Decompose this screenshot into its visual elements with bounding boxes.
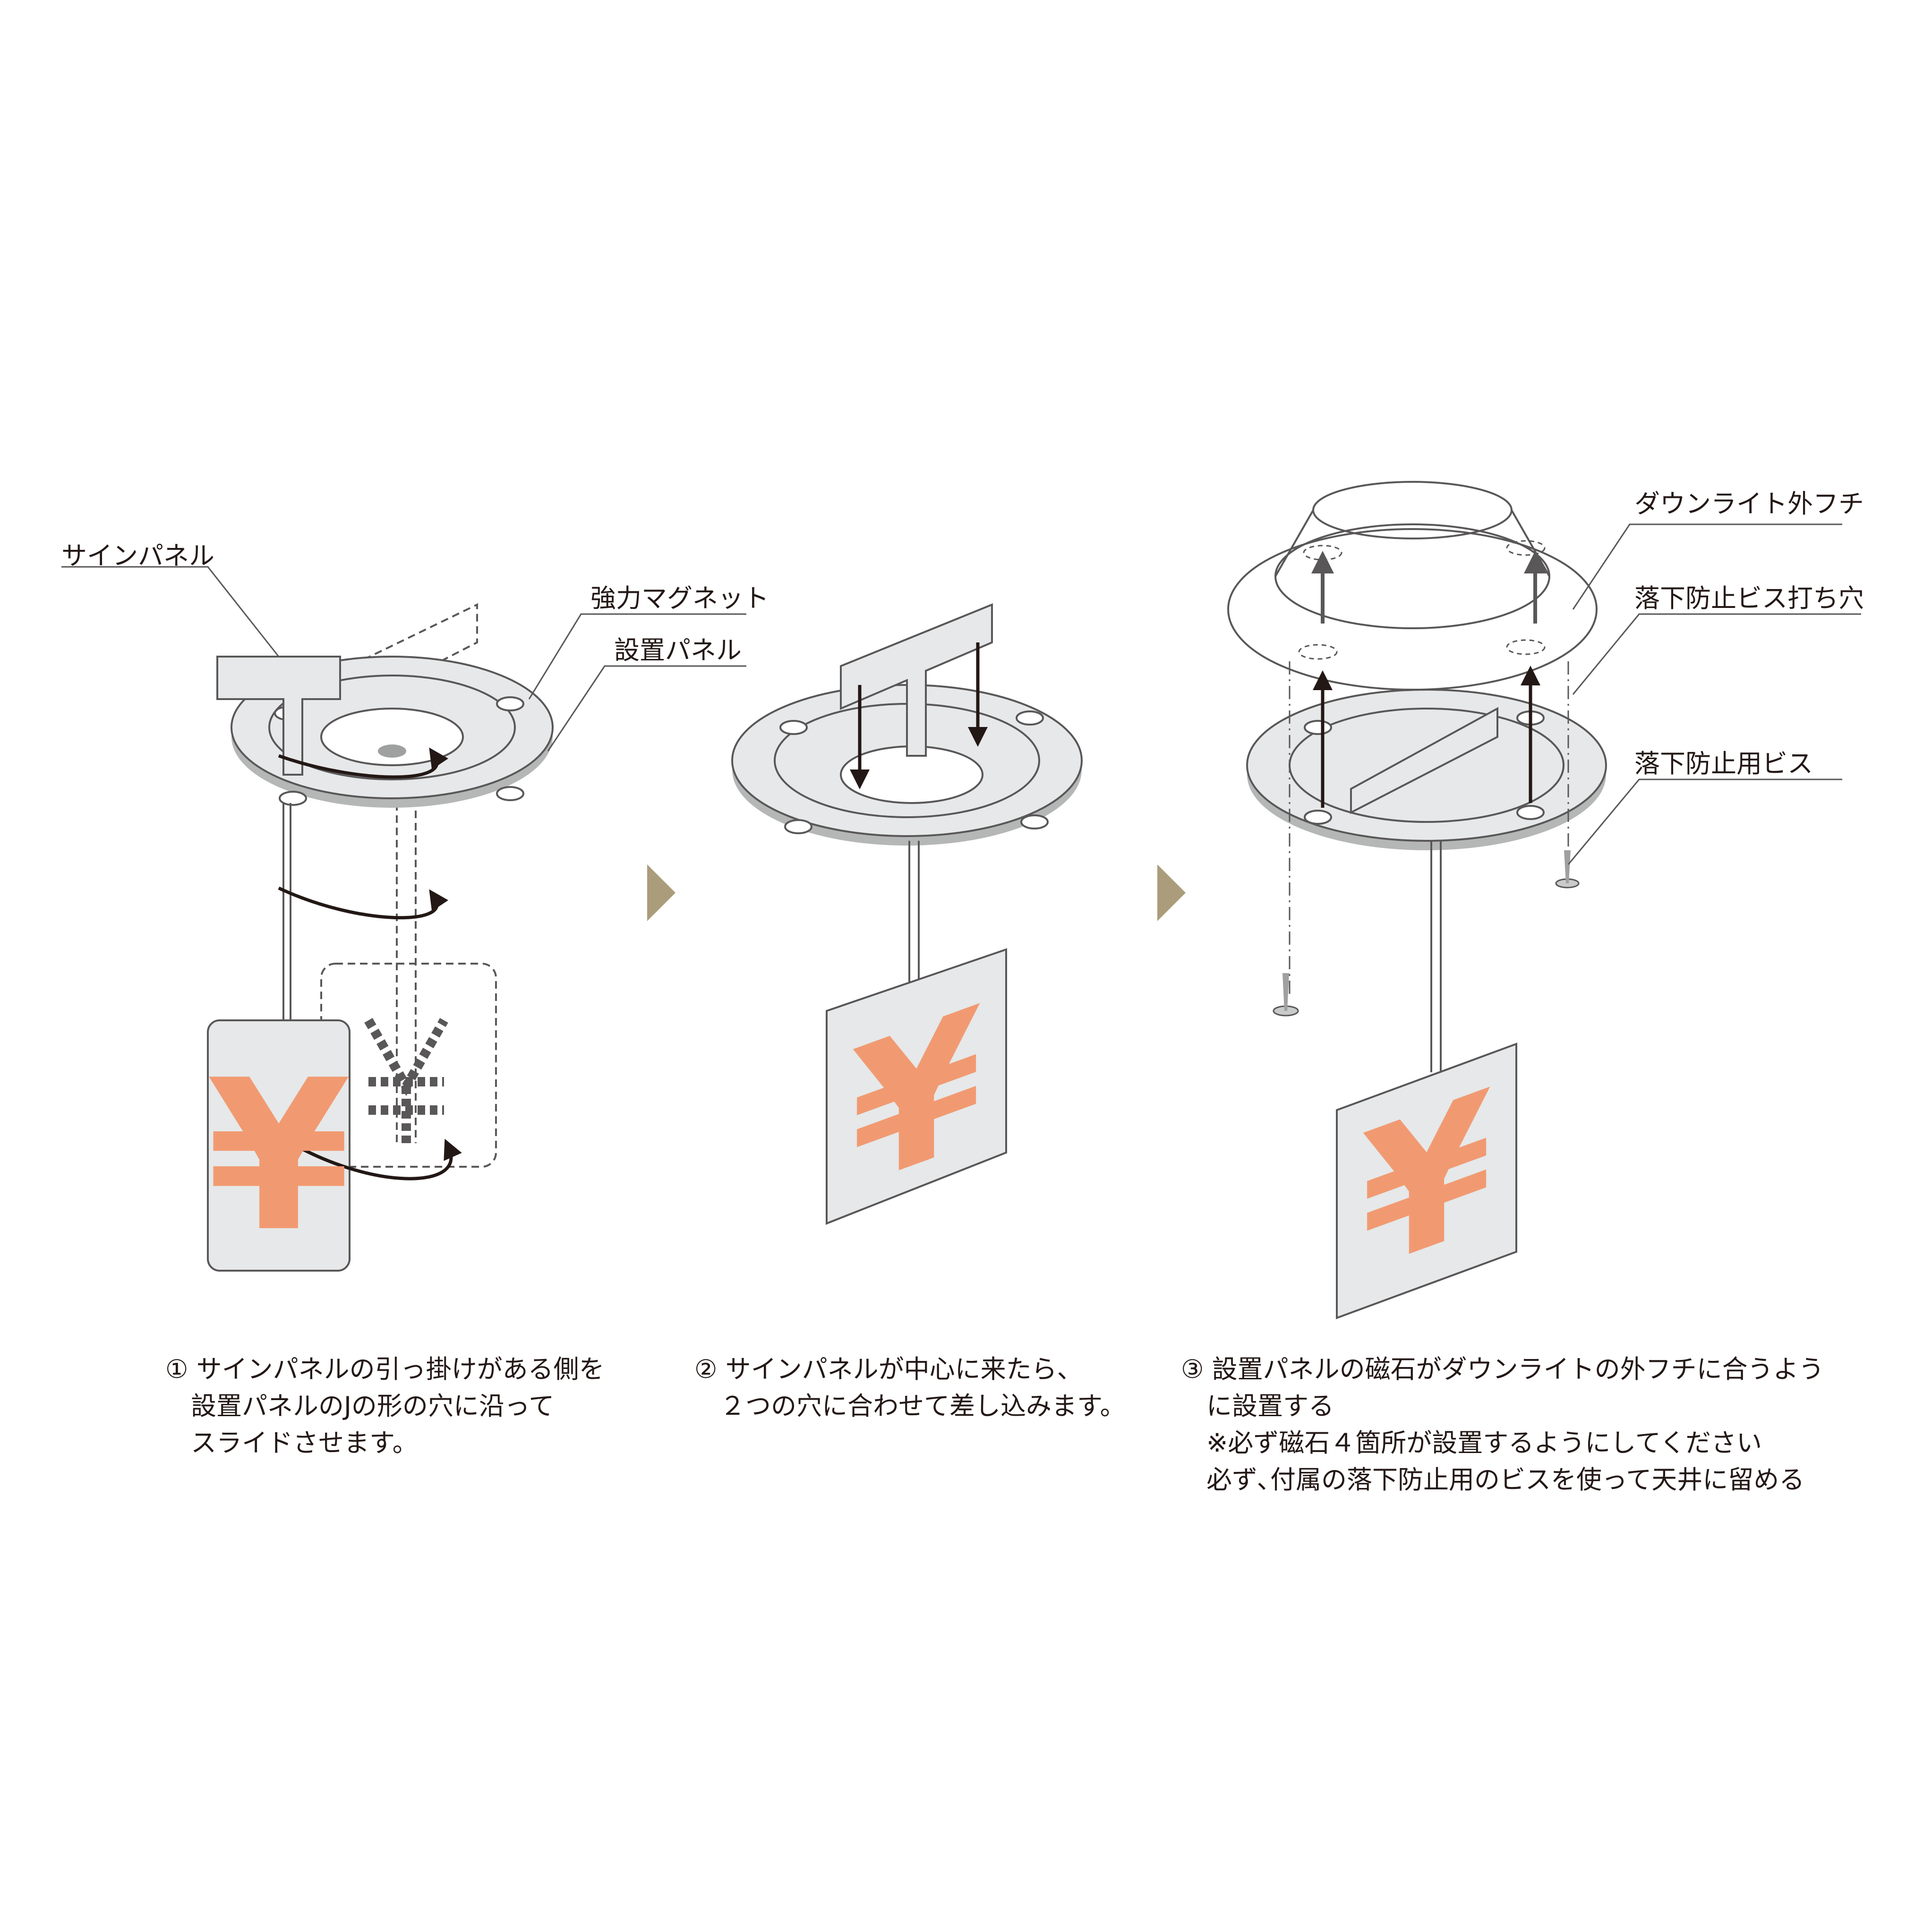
step2-illustration <box>731 603 1083 1225</box>
screw-hole-label: 落下防止ビス打ち穴 <box>1634 583 1864 613</box>
screw-icon <box>1273 973 1299 1017</box>
screw-icon <box>1555 850 1580 889</box>
step2-caption: ② サインパネルが中心に来たら、 ２つの穴に合わせて差し込みます。 <box>694 1354 1126 1421</box>
step-arrow-icon <box>1157 864 1186 921</box>
downlight-rim-label: ダウンライト外フチ <box>1634 489 1864 519</box>
step-arrow-icon <box>647 864 675 921</box>
step1-illustration <box>207 603 554 1272</box>
sign-panel-label: サインパネル <box>61 541 214 571</box>
step3-illustration <box>1227 481 1607 1319</box>
yen-sign-icon: ¥ <box>1361 1049 1492 1316</box>
strong-magnet-label: 強力マグネット <box>590 583 769 613</box>
step1-caption: ① サインパネルの引っ掛けがある側を 設置パネルのJの形の穴に沿って スライドさ… <box>165 1354 605 1458</box>
yen-sign-icon: ¥ <box>851 965 982 1232</box>
mount-panel-label: 設置パネル <box>614 635 742 665</box>
yen-sign-icon: ¥ <box>206 1035 351 1277</box>
step3-caption: ③ 設置パネルの磁石がダウンライトの外フチに合うよう に設置する ※必ず磁石４箇… <box>1181 1354 1824 1495</box>
screw-label: 落下防止用ビス <box>1634 749 1813 778</box>
